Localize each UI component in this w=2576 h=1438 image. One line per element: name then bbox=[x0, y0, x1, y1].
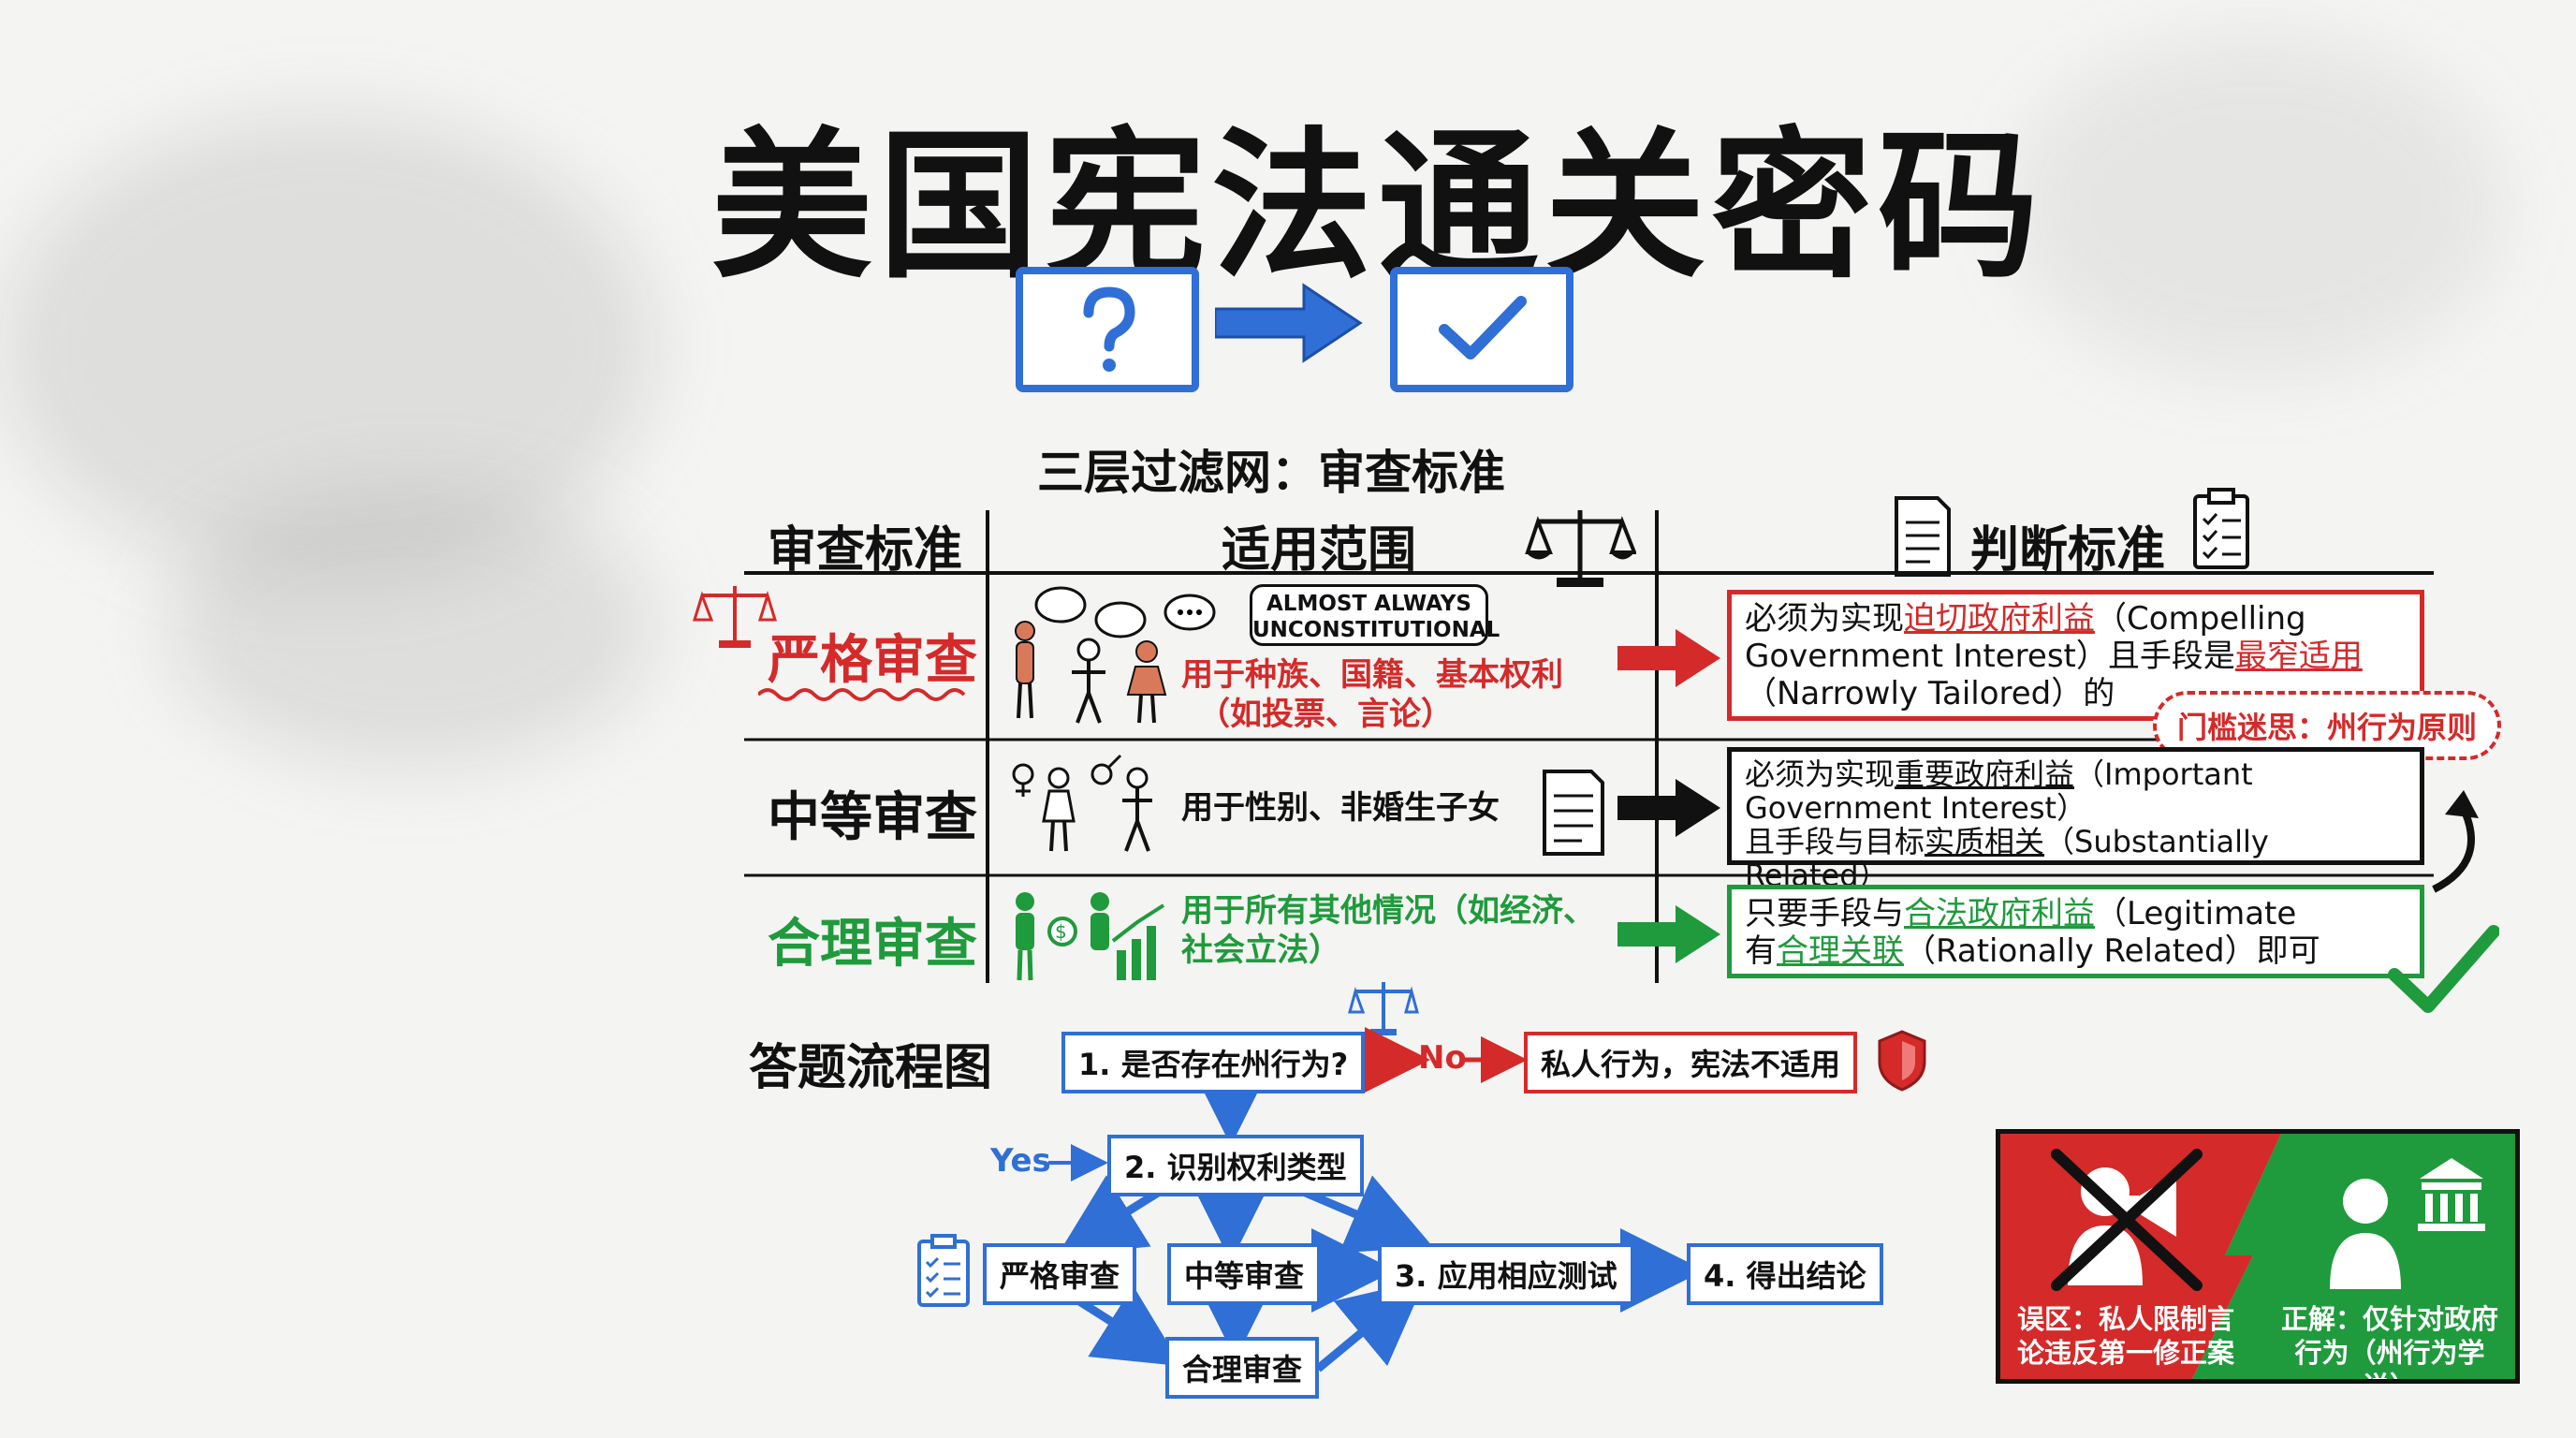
people-speech-icon bbox=[1015, 586, 1216, 724]
crit-2-0: 只要手段与 bbox=[1745, 895, 1904, 932]
rational-scope-line-1: 用于所有其他情况（如经济、 bbox=[1181, 892, 1595, 930]
badge-line-2: UNCONSTITUTIONAL bbox=[1252, 618, 1500, 642]
crit-narrowly-tailored: 最窄适用 bbox=[2234, 638, 2363, 675]
flow-strict-box: 严格审查 bbox=[983, 1243, 1137, 1305]
tier-strict-label: 严格审查 bbox=[768, 630, 977, 691]
green-checkmark-icon bbox=[2388, 925, 2499, 1013]
shield-icon bbox=[1878, 1030, 1926, 1092]
crit-substantially-related: 实质相关 bbox=[1925, 824, 2045, 859]
scales-icon bbox=[1525, 510, 1636, 587]
flow-step-2-identify-right: 2. 识别权利类型 bbox=[1107, 1135, 1364, 1196]
flow-rational-box: 合理审查 bbox=[1165, 1337, 1320, 1399]
crit-1-2: （Important Government Interest） bbox=[1745, 756, 2253, 826]
strict-scope-line-1: 用于种族、国籍、基本权利 bbox=[1181, 656, 1563, 694]
header-scope: 适用范围 bbox=[1222, 522, 1417, 579]
curved-return-arrow-icon bbox=[2432, 790, 2479, 893]
flow-intermediate-box: 中等审查 bbox=[1167, 1243, 1322, 1305]
crit-compelling-interest: 迫切政府利益 bbox=[1904, 600, 2095, 638]
header-criteria: 判断标准 bbox=[1970, 522, 2166, 579]
strict-scope-line-2: （如投票、言论） bbox=[1198, 696, 1453, 733]
flow-step-1-state-action: 1. 是否存在州行为? bbox=[1061, 1032, 1366, 1093]
tier-intermediate-label: 中等审查 bbox=[768, 787, 977, 848]
svg-text:$: $ bbox=[1055, 920, 1067, 943]
squiggle-underline bbox=[758, 688, 966, 701]
myth-vs-truth-panel: 误区：私人限制言论违反第一修正案 正解：仅针对政府行为（州行为学说） bbox=[1996, 1129, 2520, 1384]
document-icon bbox=[1895, 496, 1951, 577]
question-box-icon bbox=[1016, 267, 1199, 392]
flowchart-title: 答题流程图 bbox=[749, 1040, 993, 1096]
scroll-document-icon bbox=[1543, 770, 1604, 856]
gender-icons bbox=[1012, 754, 1152, 852]
arrow-right-icon bbox=[1215, 283, 1363, 363]
tier-rational-label: 合理审查 bbox=[768, 914, 977, 975]
green-arrow-icon bbox=[1617, 905, 1720, 963]
person-capitol-icon bbox=[2330, 1158, 2485, 1289]
crit-2-5: （Rationally Related）即可 bbox=[1904, 932, 2320, 970]
flow-step-4-conclusion: 4. 得出结论 bbox=[1687, 1243, 1883, 1305]
crit-1-3: 且手段与目标 bbox=[1745, 824, 1925, 859]
flow-no-label: No bbox=[1418, 1039, 1467, 1077]
badge-line-1: ALMOST ALWAYS bbox=[1266, 592, 1471, 616]
almost-always-unconstitutional-badge: ALMOST ALWAYS UNCONSTITUTIONAL bbox=[1250, 584, 1500, 646]
checkmark-box-icon bbox=[1390, 267, 1573, 392]
red-scales-icon bbox=[693, 586, 777, 648]
page-title: 美国宪法通关密码 bbox=[711, 112, 2044, 301]
section-subtitle: 三层过滤网：审查标准 bbox=[1037, 446, 1505, 500]
clipboard-icon bbox=[2193, 488, 2249, 569]
rational-criteria-box: 只要手段与合法政府利益（Legitimate 有合理关联（Rationally R… bbox=[1727, 885, 2424, 978]
crit-0-0: 必须为实现 bbox=[1745, 600, 1904, 638]
crit-0-2: （Compelling Government Interest）且手段是 bbox=[1745, 600, 2306, 675]
red-arrow-icon bbox=[1617, 629, 1720, 687]
flow-yes-label: Yes bbox=[990, 1142, 1051, 1180]
crit-2-2: （Legitimate bbox=[2095, 895, 2297, 932]
checklist-icon bbox=[917, 1234, 970, 1307]
rational-scope-text: 用于所有其他情况（如经济、 社会立法） bbox=[1181, 891, 1595, 970]
crossed-megaphone-icon bbox=[2051, 1149, 2203, 1291]
header-standard: 审查标准 bbox=[768, 522, 963, 579]
crit-1-0: 必须为实现 bbox=[1745, 756, 1895, 792]
crit-important-interest: 重要政府利益 bbox=[1895, 756, 2075, 792]
intermediate-scope-text: 用于性别、非婚生子女 bbox=[1181, 789, 1500, 827]
flow-private-action-box: 私人行为，宪法不适用 bbox=[1524, 1032, 1858, 1093]
rational-scope-line-2: 社会立法） bbox=[1181, 932, 1340, 969]
strict-criteria-box: 必须为实现迫切政府利益（Compelling Government Intere… bbox=[1727, 590, 2424, 721]
economy-people-icon: $ bbox=[1016, 892, 1165, 981]
crit-2-3: 有 bbox=[1745, 932, 1777, 970]
black-arrow-icon bbox=[1617, 779, 1720, 837]
strict-scope-text: 用于种族、国籍、基本权利 （如投票、言论） bbox=[1181, 655, 1563, 734]
flow-step-3-apply-test: 3. 应用相应测试 bbox=[1378, 1243, 1634, 1305]
crit-legitimate-interest: 合法政府利益 bbox=[1904, 895, 2095, 932]
crit-rationally-related: 合理关联 bbox=[1777, 932, 1904, 970]
myth-right-caption: 正解：仅针对政府行为（州行为学说） bbox=[2280, 1303, 2498, 1379]
myth-wrong-caption: 误区：私人限制言论违反第一修正案 bbox=[2016, 1303, 2234, 1369]
crit-0-4: （Narrowly Tailored）的 bbox=[1745, 675, 2115, 712]
